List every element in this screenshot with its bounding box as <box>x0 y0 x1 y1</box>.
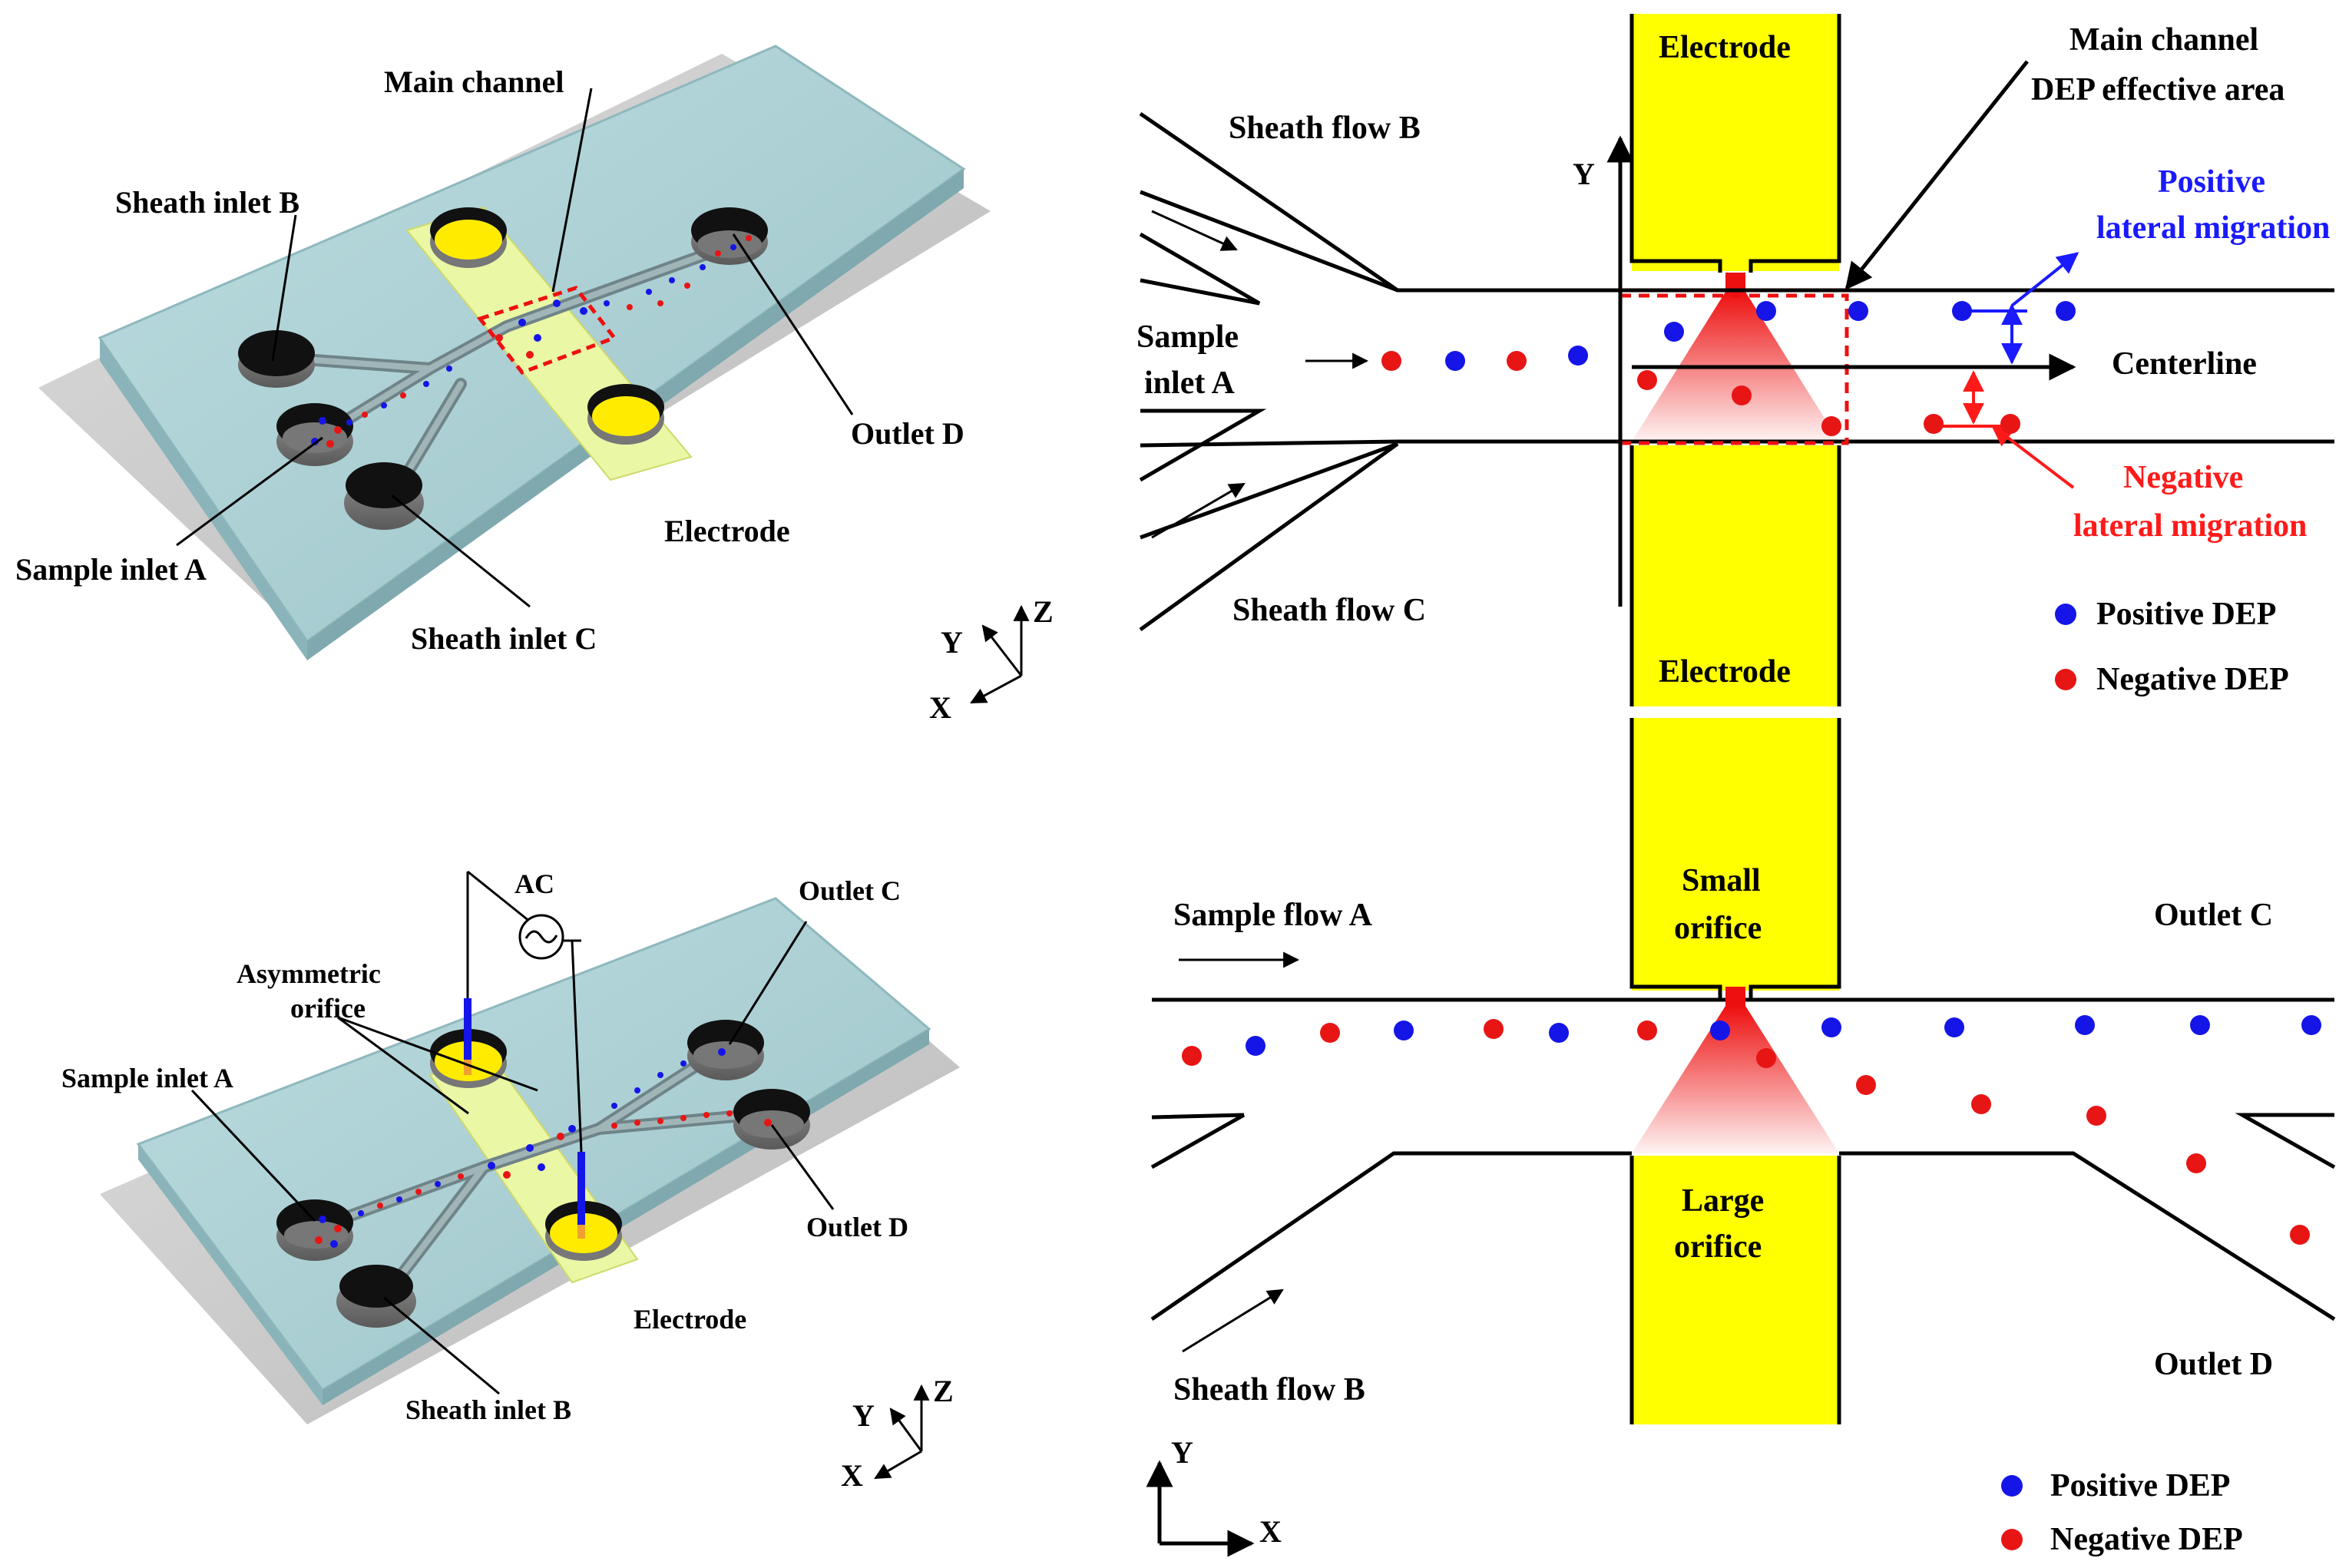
label-asymmetric-1: Asymmetric <box>237 958 381 989</box>
tr-main-channel-1: Main channel <box>2069 22 2258 58</box>
br-axis-x: X <box>1259 1514 1282 1549</box>
well2-outlet-d <box>733 1089 810 1150</box>
particles <box>311 235 752 448</box>
br-legend: Positive DEP Negative DEP <box>2001 1468 2243 1557</box>
br-legend-negative: Negative DEP <box>2050 1522 2243 1557</box>
well-sample-a <box>276 403 353 466</box>
axes-top-left: Z Y X <box>929 594 1054 725</box>
tr-negative-2: lateral migration <box>2073 508 2307 544</box>
label-electrode: Electrode <box>664 514 790 548</box>
label-asymmetric-2: orifice <box>290 993 366 1024</box>
dep-cone-2 <box>1632 1006 1839 1153</box>
br-outlet-c: Outlet C <box>2154 898 2273 933</box>
well-sheath-c <box>344 462 424 530</box>
bottom-left-chip-panel: AC Outlet C Asymmetric orifice Sample in… <box>61 868 960 1493</box>
axis2-y-label: Y <box>852 1398 875 1433</box>
label-sheath-inlet-b: Sheath inlet B <box>115 185 299 220</box>
br-large-orifice-2: orifice <box>1674 1229 1762 1265</box>
bottom-right-schematic: Small orifice Large orifice Sample flow … <box>1146 718 2336 1557</box>
br-sheath-flow-b: Sheath flow B <box>1173 1372 1365 1408</box>
br-axis-y: Y <box>1171 1435 1193 1470</box>
axis2-x-label: X <box>841 1458 863 1493</box>
axes-bottom-left: Z Y X <box>841 1374 954 1493</box>
tr-sheath-flow-c: Sheath flow C <box>1232 593 1426 628</box>
tr-sheath-flow-b: Sheath flow B <box>1229 111 1421 146</box>
tr-legend-positive: Positive DEP <box>2096 597 2276 632</box>
well-sheath-b <box>238 330 315 388</box>
axis-x-label: X <box>929 690 951 725</box>
tr-sample-inlet-1: Sample <box>1136 319 1239 355</box>
br-large-orifice-1: Large <box>1682 1183 1764 1219</box>
tr-particles <box>1381 301 2076 436</box>
axis2-z-label: Z <box>933 1374 954 1408</box>
label-sheath-inlet-c: Sheath inlet C <box>411 621 597 656</box>
well2-sample-a <box>276 1199 353 1261</box>
br-small-orifice-2: orifice <box>1674 911 1762 946</box>
top-right-schematic: Y E <box>1136 14 2334 706</box>
tr-electrode-top-label: Electrode <box>1659 30 1791 65</box>
ac-wiring <box>464 870 585 1239</box>
label-sample-inlet-a: Sample inlet A <box>15 552 207 587</box>
tr-negative-1: Negative <box>2123 460 2243 495</box>
label-sheath-inlet-b-2: Sheath inlet B <box>405 1394 571 1425</box>
small-orifice-electrode <box>1632 718 1839 991</box>
br-legend-positive: Positive DEP <box>2050 1468 2230 1503</box>
tr-centerline: Centerline <box>2112 346 2257 382</box>
tr-positive-2: lateral migration <box>2096 210 2330 246</box>
label-sample-inlet-a-2: Sample inlet A <box>61 1063 233 1093</box>
particles-2 <box>315 1048 772 1248</box>
tr-main-channel-2: DEP effective area <box>2031 72 2284 108</box>
tr-electrode-bottom-label: Electrode <box>1659 654 1791 690</box>
well2-sheath-b <box>336 1265 416 1328</box>
tr-sample-inlet-2: inlet A <box>1144 366 1236 401</box>
electrode-pad-bottom <box>587 384 664 445</box>
label-main-channel: Main channel <box>384 65 564 99</box>
label-outlet-d: Outlet D <box>851 416 964 451</box>
tr-legend-negative: Negative DEP <box>2096 662 2289 697</box>
axis-z-label: Z <box>1033 594 1054 629</box>
label-outlet-d-2: Outlet D <box>806 1212 908 1242</box>
axis-y-label: Y <box>941 625 963 660</box>
br-sample-flow-a: Sample flow A <box>1173 898 1373 933</box>
well2-outlet-c <box>687 1020 764 1080</box>
electrode-top <box>1632 14 1839 271</box>
dep-area-box <box>476 286 618 375</box>
br-axes: Y X <box>1146 1435 1282 1557</box>
chip-glass-edge <box>100 338 307 660</box>
br-small-orifice-1: Small <box>1682 863 1761 898</box>
top-left-chip-panel: Main channel Sheath inlet B Outlet D Sam… <box>15 45 1054 725</box>
br-outlet-d: Outlet D <box>2154 1347 2273 1382</box>
label-outlet-c: Outlet C <box>799 875 901 906</box>
tr-axis-y: Y <box>1573 157 1595 191</box>
label-ac: AC <box>514 868 554 899</box>
well-outlet-d <box>691 207 768 265</box>
label-electrode-2: Electrode <box>634 1304 746 1335</box>
electrode-bottom <box>1632 445 1839 706</box>
tr-legend: Positive DEP Negative DEP <box>2055 597 2289 697</box>
br-particles <box>1182 1015 2321 1245</box>
tr-positive-1: Positive <box>2158 164 2265 200</box>
electrode-pad-top <box>430 207 507 268</box>
large-orifice-electrode <box>1632 1156 1839 1424</box>
